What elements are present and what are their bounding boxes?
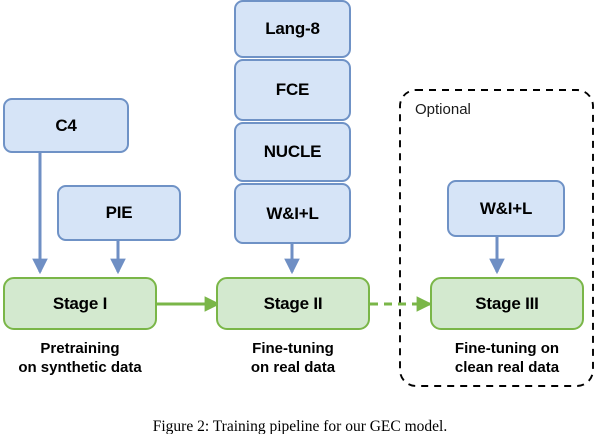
node-pie-label: PIE [105, 203, 133, 222]
stage-1-description-line2: on synthetic data [18, 359, 142, 376]
stage-2-description-line2: on real data [250, 359, 336, 376]
stage-3-description-line1: Fine-tuning on [454, 340, 560, 357]
node-fce[interactable]: FCE [234, 59, 351, 121]
optional-group-label: Optional [415, 101, 471, 118]
optional-group-box [399, 89, 594, 387]
stage-1-description: Pretraining on synthetic data [0, 339, 160, 377]
stage-3-description: Fine-tuning on clean real data [427, 339, 587, 377]
node-lang8-label: Lang-8 [265, 19, 320, 38]
node-stage-1-label: Stage I [52, 293, 108, 313]
stage-2-description-line1: Fine-tuning [252, 340, 334, 357]
stage-2-description: Fine-tuning on real data [213, 339, 373, 377]
node-fce-label: FCE [275, 80, 310, 99]
node-stage-3[interactable]: Stage III [430, 277, 584, 330]
stage-1-description-line1: Pretraining [40, 340, 120, 357]
node-stage-2[interactable]: Stage II [216, 277, 370, 330]
node-nucle-label: NUCLE [263, 142, 322, 161]
node-nucle[interactable]: NUCLE [234, 122, 351, 182]
node-c4-label: C4 [55, 115, 77, 135]
node-stage-1[interactable]: Stage I [3, 277, 157, 330]
stage-3-description-line2: clean real data [454, 359, 560, 376]
node-pie[interactable]: PIE [57, 185, 181, 241]
node-c4[interactable]: C4 [3, 98, 129, 153]
node-lang8[interactable]: Lang-8 [234, 0, 351, 58]
node-stage-3-label: Stage III [475, 293, 539, 313]
node-stage-2-label: Stage II [263, 293, 323, 313]
node-wil-real-label: W&I+L [266, 203, 319, 223]
figure-caption: Figure 2: Training pipeline for our GEC … [152, 418, 448, 434]
node-wil-optional[interactable]: W&I+L [447, 180, 565, 237]
node-wil-real[interactable]: W&I+L [234, 183, 351, 244]
node-wil-optional-label: W&I+L [479, 198, 533, 218]
